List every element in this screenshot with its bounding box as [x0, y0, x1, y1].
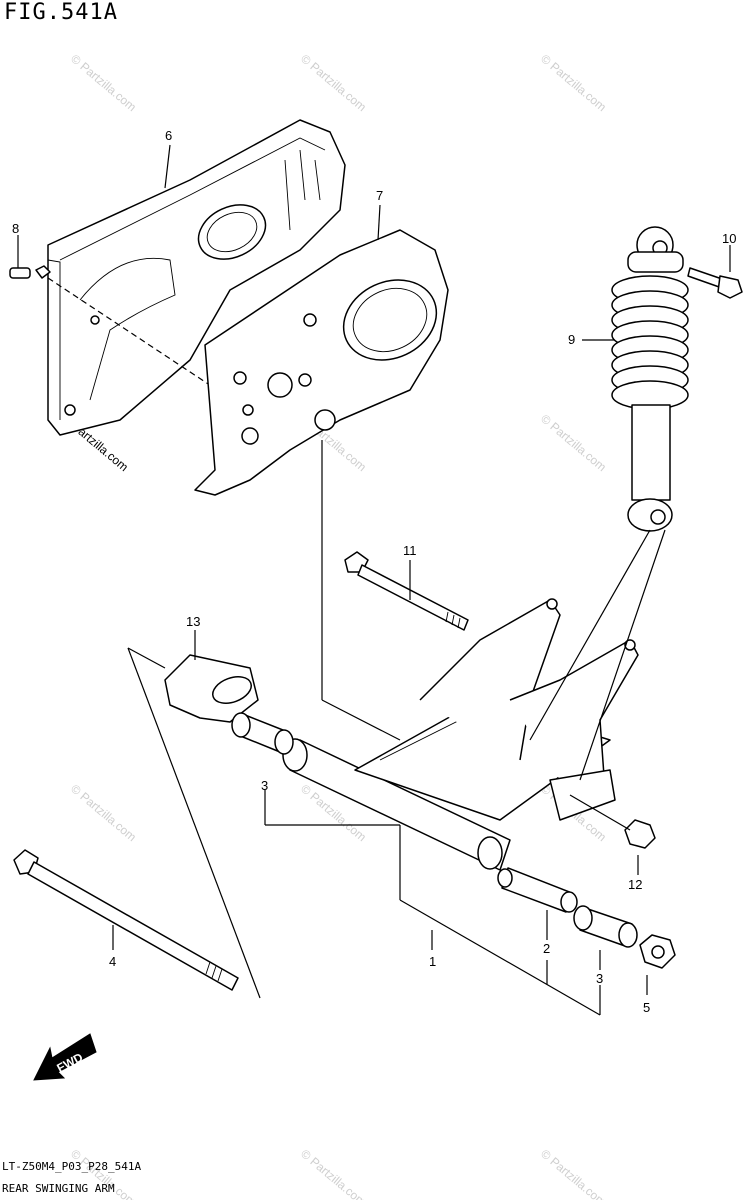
watermark: © Partzilla.com — [538, 1147, 609, 1200]
callout-11: 11 — [403, 543, 417, 558]
callout-6: 6 — [165, 128, 172, 143]
part-3-bushing-upper[interactable] — [231, 712, 294, 755]
part-1-swing-arm[interactable] — [282, 598, 639, 871]
part-12-nut[interactable] — [624, 819, 656, 849]
watermark: © Partzilla.com — [68, 782, 139, 845]
figure-title: FIG.541A — [4, 0, 118, 25]
callout-5: 5 — [643, 1000, 650, 1015]
part-13-chain-guide[interactable] — [164, 654, 259, 723]
callout-labels: 6 8 7 10 9 11 13 3 12 1 2 3 4 5 — [12, 128, 736, 1015]
footer-diagram-code: LT-Z50M4_P03_P28_541A — [2, 1160, 142, 1173]
footer-diagram-name: REAR SWINGING ARM — [2, 1182, 115, 1195]
part-5-nut[interactable] — [639, 934, 676, 969]
part-3-bushing-lower[interactable] — [573, 905, 638, 948]
callout-8: 8 — [12, 221, 19, 236]
part-10-bolt[interactable] — [687, 267, 743, 299]
callout-12: 12 — [628, 877, 642, 892]
callout-1: 1 — [429, 954, 436, 969]
part-11-bolt[interactable] — [344, 551, 469, 631]
watermark: © Partzilla.com — [68, 52, 139, 115]
callout-3-lower: 3 — [596, 971, 603, 986]
leader-lines — [17, 144, 731, 1016]
fwd-arrow: FWD — [33, 1033, 97, 1081]
watermark: © Partzilla.com — [298, 52, 369, 115]
callout-7: 7 — [376, 188, 383, 203]
watermark: © Partzilla.com — [298, 1147, 369, 1200]
callout-10: 10 — [722, 231, 736, 246]
part-7-plate[interactable] — [194, 229, 450, 496]
watermark: © Partzilla.com — [538, 412, 609, 475]
part-2-collar[interactable] — [497, 867, 578, 913]
part-4-pivot-bolt[interactable] — [13, 849, 239, 991]
watermark: © Partzilla.com — [538, 52, 609, 115]
part-9-shock-absorber[interactable] — [611, 226, 689, 532]
callout-9: 9 — [568, 332, 575, 347]
callout-13: 13 — [186, 614, 200, 629]
callout-2: 2 — [543, 941, 550, 956]
callout-4: 4 — [109, 954, 116, 969]
callout-3-upper: 3 — [261, 778, 268, 793]
part-8-bolt[interactable] — [9, 265, 51, 279]
part-6-chain-case[interactable] — [47, 119, 346, 436]
